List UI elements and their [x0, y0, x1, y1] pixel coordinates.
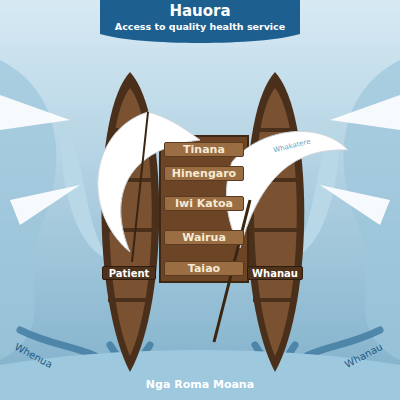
- plank-box: Iwi Katoa: [164, 196, 244, 211]
- plank-box: Wairua: [164, 230, 244, 245]
- plank-box: Hinengaro: [164, 166, 244, 181]
- node-text: Tinana: [183, 143, 225, 156]
- sea-label: Nga Roma Moana: [146, 378, 254, 391]
- title: Hauora: [169, 2, 230, 20]
- node-text: Taiao: [188, 262, 220, 275]
- node-text: Hinengaro: [172, 167, 236, 180]
- node-text: Whanau: [252, 268, 298, 279]
- node-text: Iwi Katoa: [175, 197, 233, 210]
- canoe-label-box: Patient: [102, 266, 156, 280]
- node-text: Patient: [109, 268, 150, 279]
- node-text: Wairua: [182, 231, 226, 244]
- plank-box: Tinana: [164, 142, 244, 157]
- plank-box: Taiao: [164, 261, 244, 276]
- canoe-label-box: Whanau: [247, 266, 303, 280]
- subtitle: Access to quality health service: [115, 21, 285, 32]
